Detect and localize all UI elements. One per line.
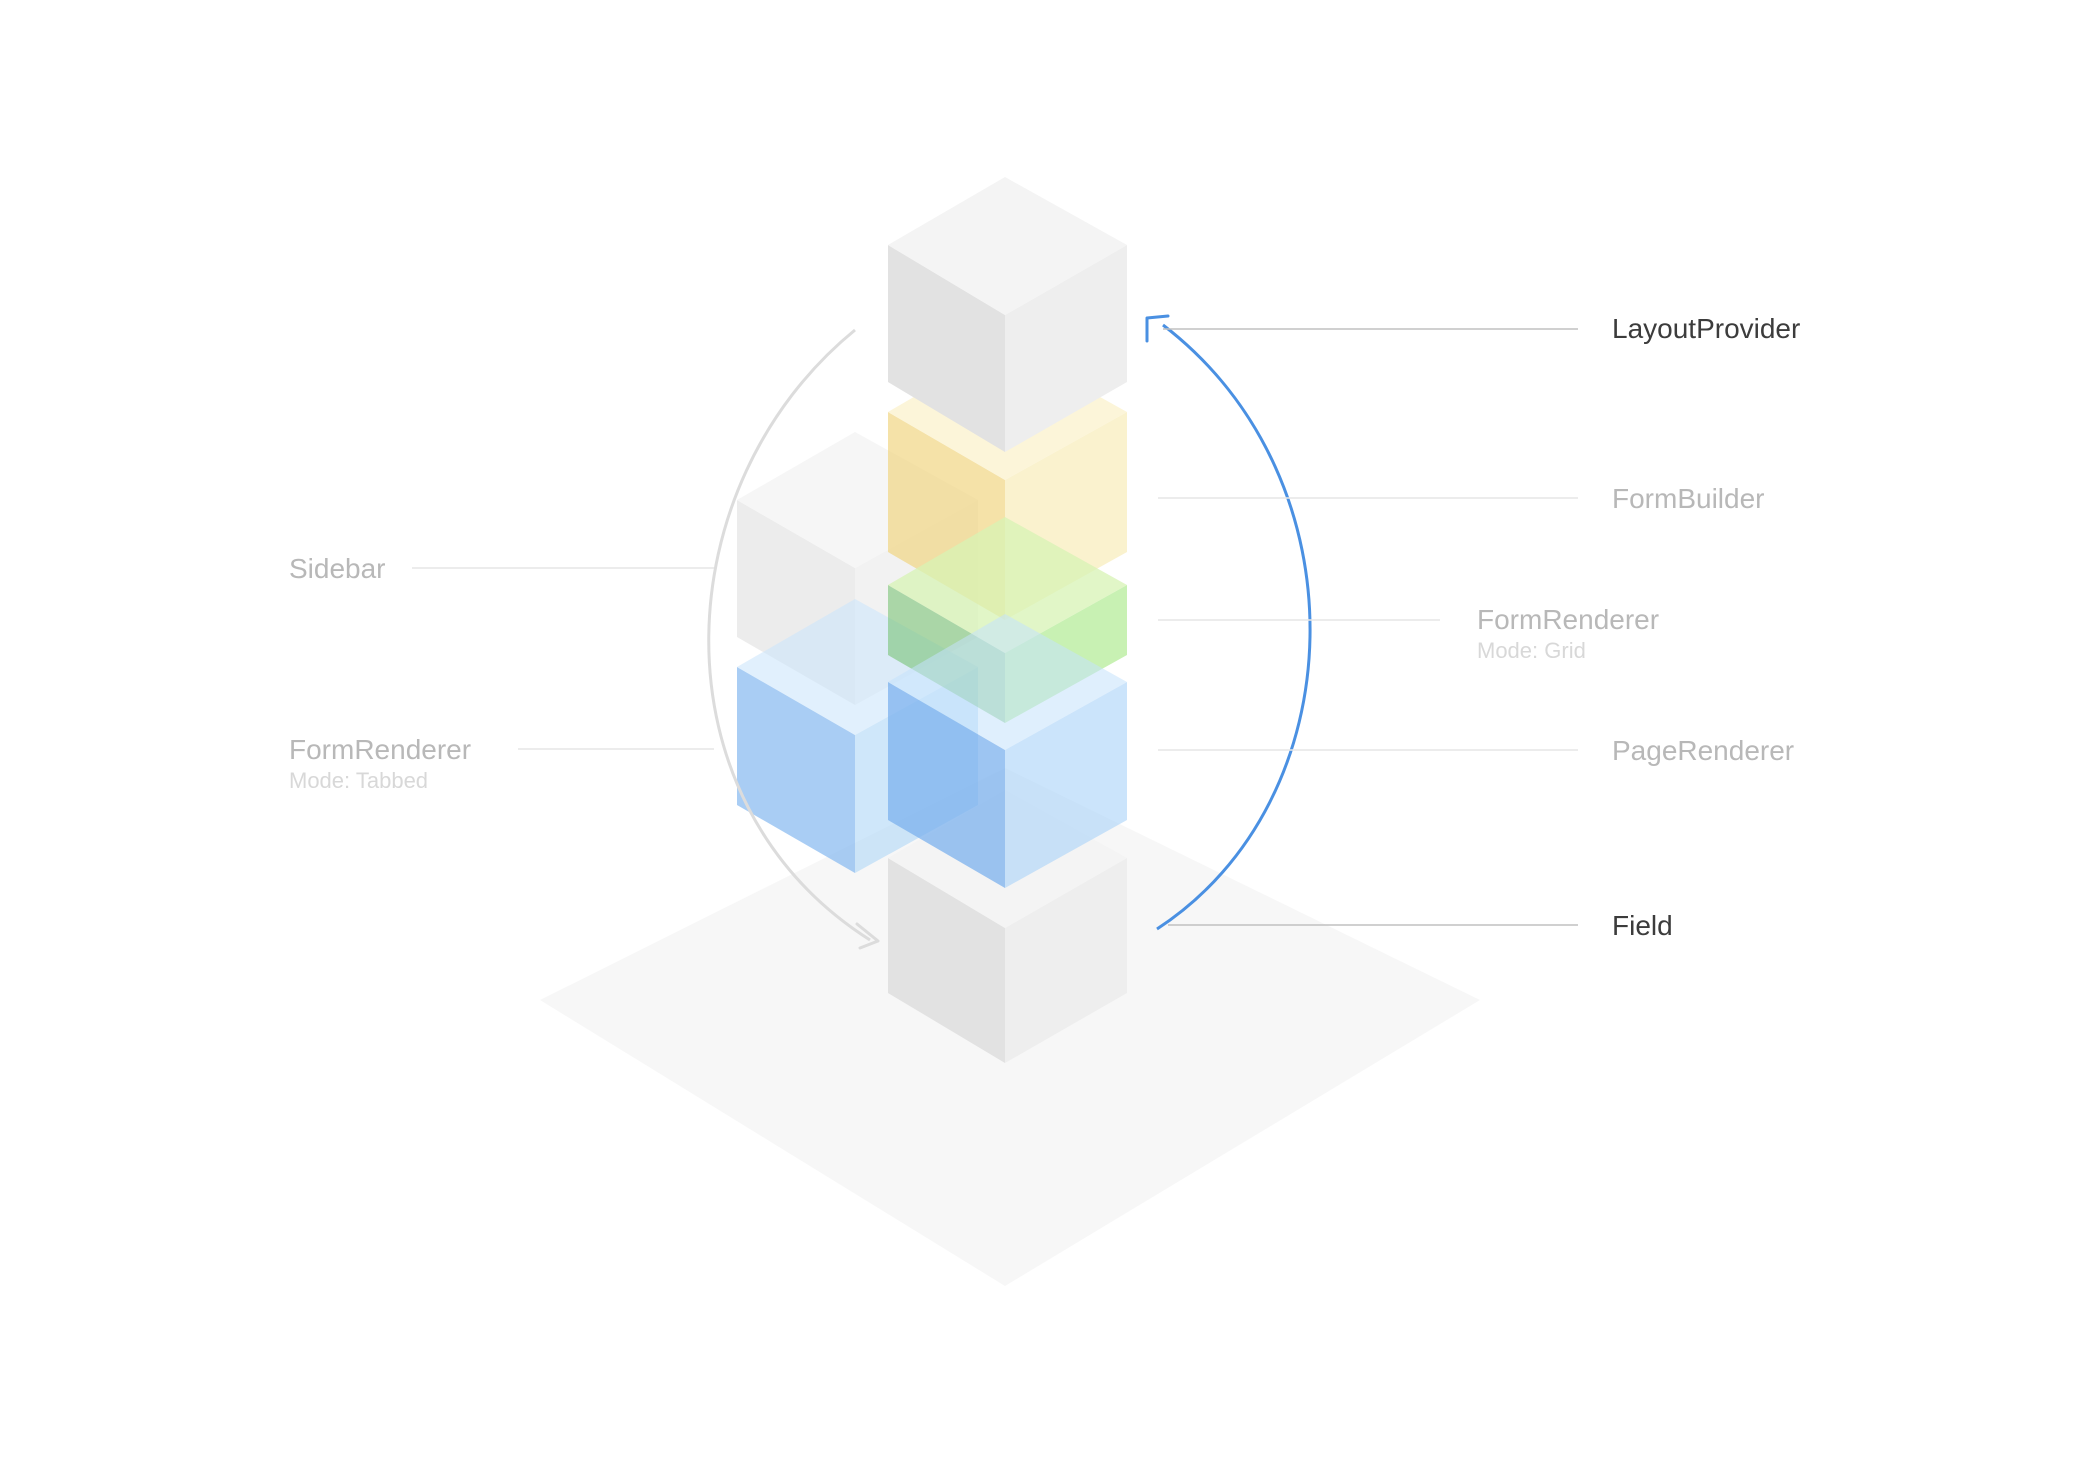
label-form-renderer-tabbed: FormRenderer [289, 734, 472, 765]
label-form-renderer-grid: FormRenderer [1477, 604, 1660, 635]
label-form-renderer-grid-mode: Mode: Grid [1477, 638, 1586, 663]
label-page-renderer: PageRenderer [1612, 735, 1795, 766]
label-field: Field [1612, 910, 1673, 941]
label-sidebar: Sidebar [289, 553, 386, 584]
page-renderer-cube [888, 614, 1127, 888]
label-form-builder: FormBuilder [1612, 483, 1765, 514]
arrow-down-curved-icon [707, 328, 880, 950]
label-form-renderer-tabbed-mode: Mode: Tabbed [289, 768, 429, 793]
label-layout-provider: LayoutProvider [1612, 313, 1801, 344]
layout-provider-cube [888, 177, 1127, 452]
arrow-up-curved-icon [1145, 314, 1312, 931]
